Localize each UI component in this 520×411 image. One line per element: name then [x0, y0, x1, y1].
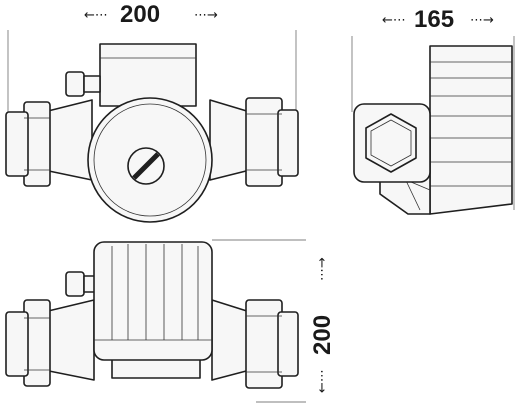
cable-gland-neck	[83, 75, 101, 93]
left-fitting	[5, 111, 29, 177]
right-pipe-body-front	[211, 299, 251, 381]
right-pipe-body	[209, 99, 251, 181]
top-width-dimension: ←⋯ 200 ⋯→	[7, 1, 297, 118]
right-fitting	[277, 109, 299, 177]
front-height-label: 200	[309, 315, 336, 355]
cable-gland	[65, 71, 85, 97]
pump-base	[111, 357, 201, 379]
left-pipe-body	[43, 99, 93, 181]
front-height-dimension: ←⋯ 200 ⋯→	[212, 239, 336, 403]
left-pipe-body-front	[43, 299, 95, 381]
pump-side-view	[353, 45, 513, 215]
arrow-right-icon: ⋯→	[194, 8, 218, 23]
side-width-label: 165	[414, 6, 454, 33]
right-union-nut-front	[245, 299, 283, 389]
pump-top-view	[5, 43, 299, 223]
right-union-nut	[245, 97, 283, 187]
terminal-box	[99, 43, 197, 107]
motor-body-front	[93, 241, 213, 361]
arrow-left-icon: ←⋯	[84, 8, 108, 23]
arrow-up-icon: ⋯→	[315, 257, 330, 281]
arrow-right-icon: ⋯→	[470, 13, 494, 28]
pump-front-view	[5, 241, 299, 389]
motor-body	[429, 45, 513, 215]
right-fitting-front	[277, 311, 299, 377]
screw-slot	[132, 152, 160, 180]
side-width-dimension: ←⋯ 165 ⋯→	[351, 6, 515, 210]
cable-gland-front	[65, 271, 85, 297]
top-width-label: 200	[120, 1, 160, 28]
left-fitting-front	[5, 311, 29, 377]
hex-nut-icon	[365, 113, 417, 173]
arrow-down-icon: ←⋯	[315, 369, 330, 393]
arrow-left-icon: ←⋯	[382, 13, 406, 28]
